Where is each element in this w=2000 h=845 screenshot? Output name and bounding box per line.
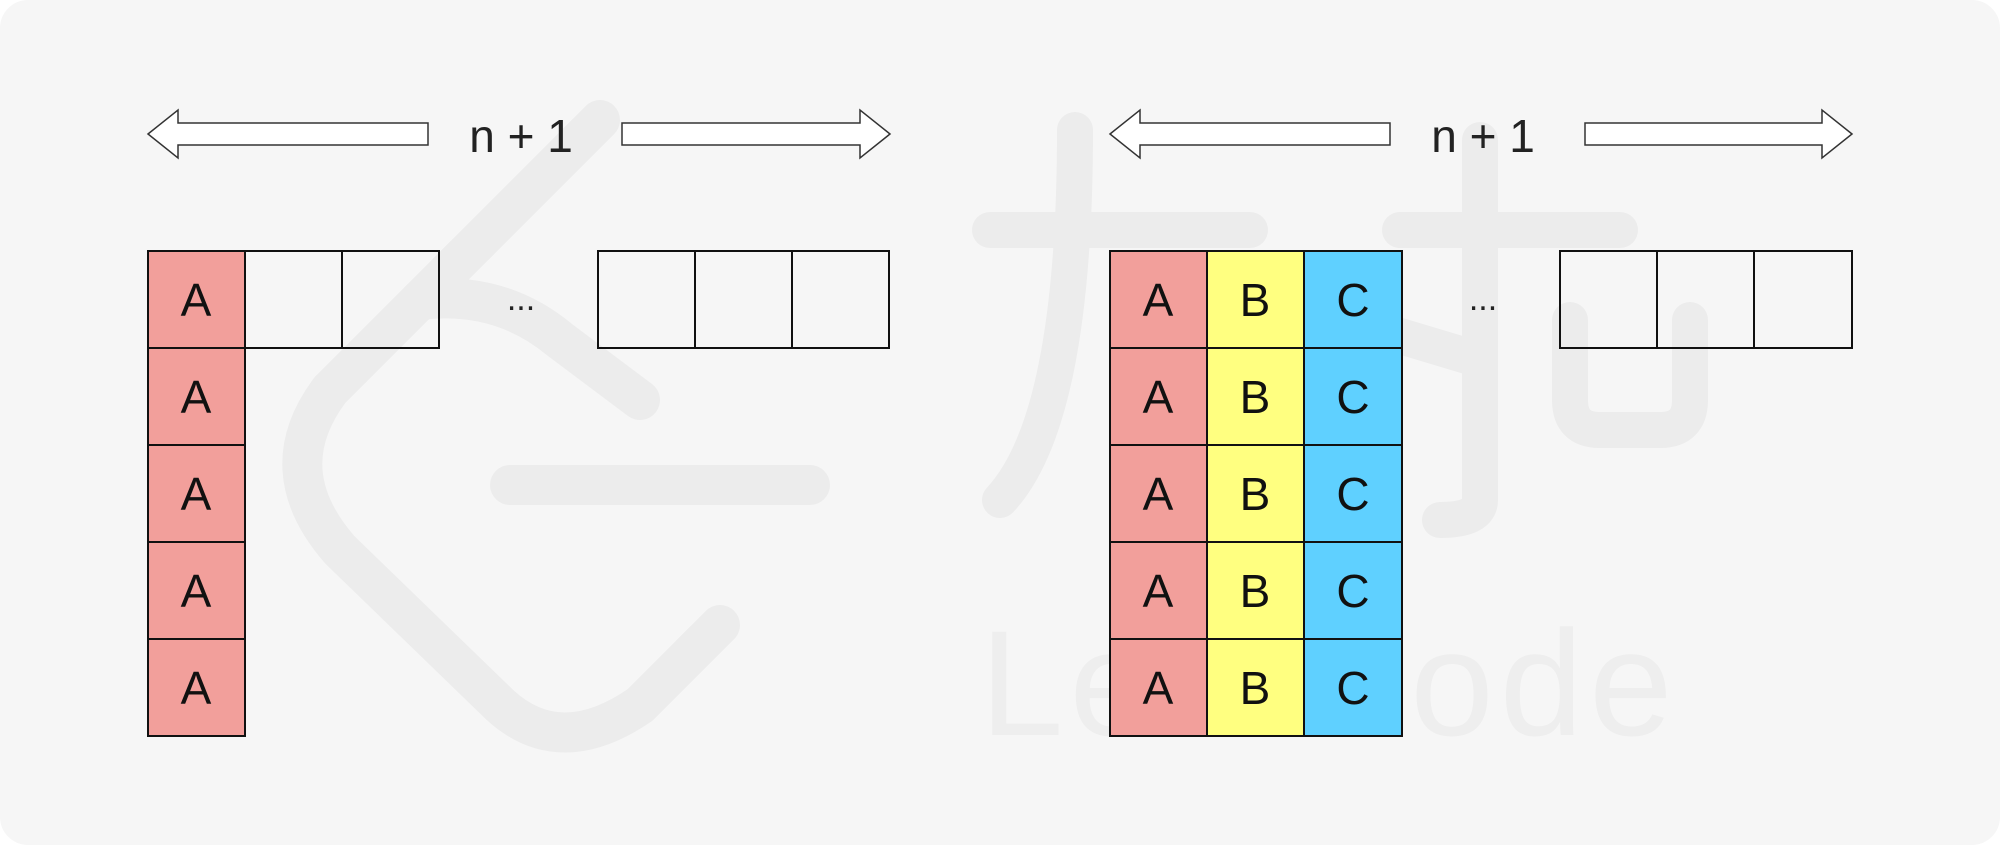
right-cell-labels: A B C A B C A B C A B C A B C <box>1143 274 1370 714</box>
cell-label-a: A <box>181 565 212 617</box>
left-col-cell-4 <box>147 541 246 640</box>
left-ellipsis: ... <box>507 280 535 318</box>
right-top-cell-6 <box>1753 250 1853 349</box>
cell-label-b: B <box>1240 468 1271 520</box>
chinese-characters-watermark <box>972 112 1708 538</box>
cell-label-b: B <box>1240 274 1271 326</box>
cell-label-b: B <box>1240 565 1271 617</box>
cell-label-a: A <box>181 371 212 423</box>
left-panel: n + 1 ... A A A A A <box>146 108 892 737</box>
watermark: LeetCode <box>282 100 1708 767</box>
left-arrow-icon <box>146 108 429 160</box>
left-width-label: n + 1 <box>469 110 573 162</box>
cell-label-b: B <box>1240 371 1271 423</box>
right-width-label: n + 1 <box>1431 110 1535 162</box>
cell-label-a: A <box>181 274 212 326</box>
cell-label-c: C <box>1336 274 1369 326</box>
cell-label-a: A <box>1143 468 1174 520</box>
cell-label-c: C <box>1336 468 1369 520</box>
left-top-cell-5 <box>694 250 793 349</box>
left-col-cell-2 <box>147 347 246 446</box>
right-width-indicator: n + 1 <box>1108 108 1854 162</box>
cell-label-a: A <box>181 662 212 714</box>
left-col-cell-5 <box>147 638 246 737</box>
cell-label-a: A <box>1143 565 1174 617</box>
left-arrow-icon <box>1108 108 1391 160</box>
right-panel: n + 1 ... A B C A B <box>1108 108 1854 737</box>
cell-label-b: B <box>1240 662 1271 714</box>
left-top-cell-4 <box>597 250 696 349</box>
right-arrow-icon <box>1584 108 1854 160</box>
left-cell-labels: A A A A A <box>181 274 212 714</box>
cell-label-c: C <box>1336 371 1369 423</box>
right-ellipsis: ... <box>1469 280 1497 318</box>
left-top-cell-2 <box>244 250 343 349</box>
cell-label-c: C <box>1336 662 1369 714</box>
left-grid <box>147 250 890 737</box>
right-arrow-icon <box>621 108 892 160</box>
cell-label-a: A <box>181 468 212 520</box>
left-top-cell-3 <box>341 250 440 349</box>
left-width-indicator: n + 1 <box>146 108 892 162</box>
cell-label-a: A <box>1143 274 1174 326</box>
column-b <box>1206 250 1305 737</box>
right-grid <box>1109 250 1853 737</box>
left-top-cell-6 <box>791 250 890 349</box>
cell-label-c: C <box>1336 565 1369 617</box>
cell-label-a: A <box>1143 371 1174 423</box>
cell-label-a: A <box>1143 662 1174 714</box>
column-c <box>1303 250 1403 737</box>
left-col-cell-3 <box>147 444 246 543</box>
leetcode-logo-icon <box>282 100 830 753</box>
column-a <box>1109 250 1208 737</box>
